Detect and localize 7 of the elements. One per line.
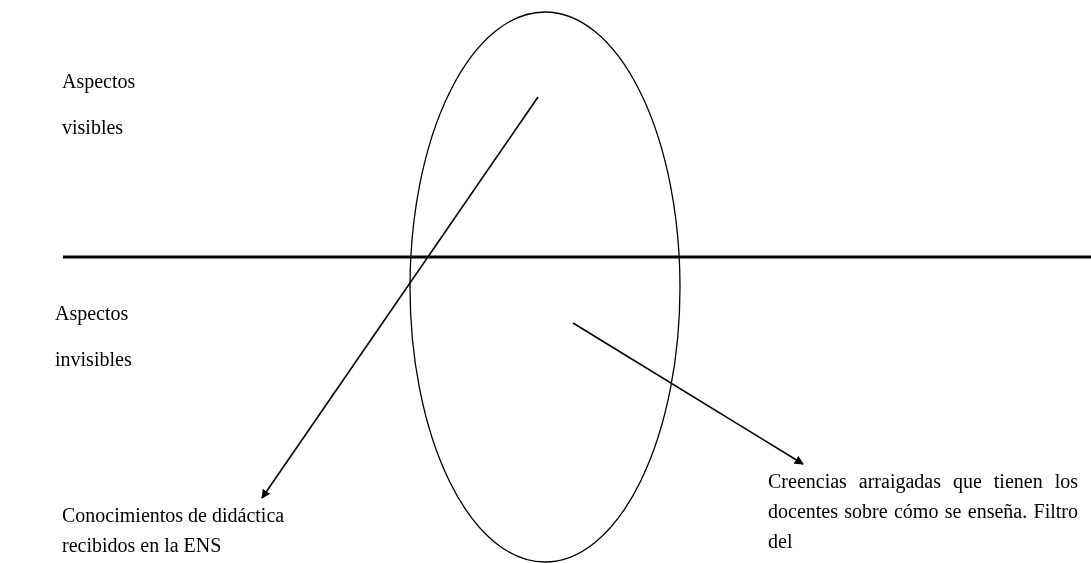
- arrow: [572, 322, 804, 465]
- region-label: Aspectos visibles: [62, 69, 137, 140]
- description-text: Creencias arraigadas que tienen los docentes sobre cómo se enseña. Filtro del: [768, 466, 1078, 556]
- arrow: [261, 96, 539, 499]
- ellipse-shape: [409, 11, 681, 563]
- description-text: Conocimientos de didáctica recibidos en la ENS: [62, 500, 342, 560]
- region-label: Aspectos invisibles: [55, 301, 133, 372]
